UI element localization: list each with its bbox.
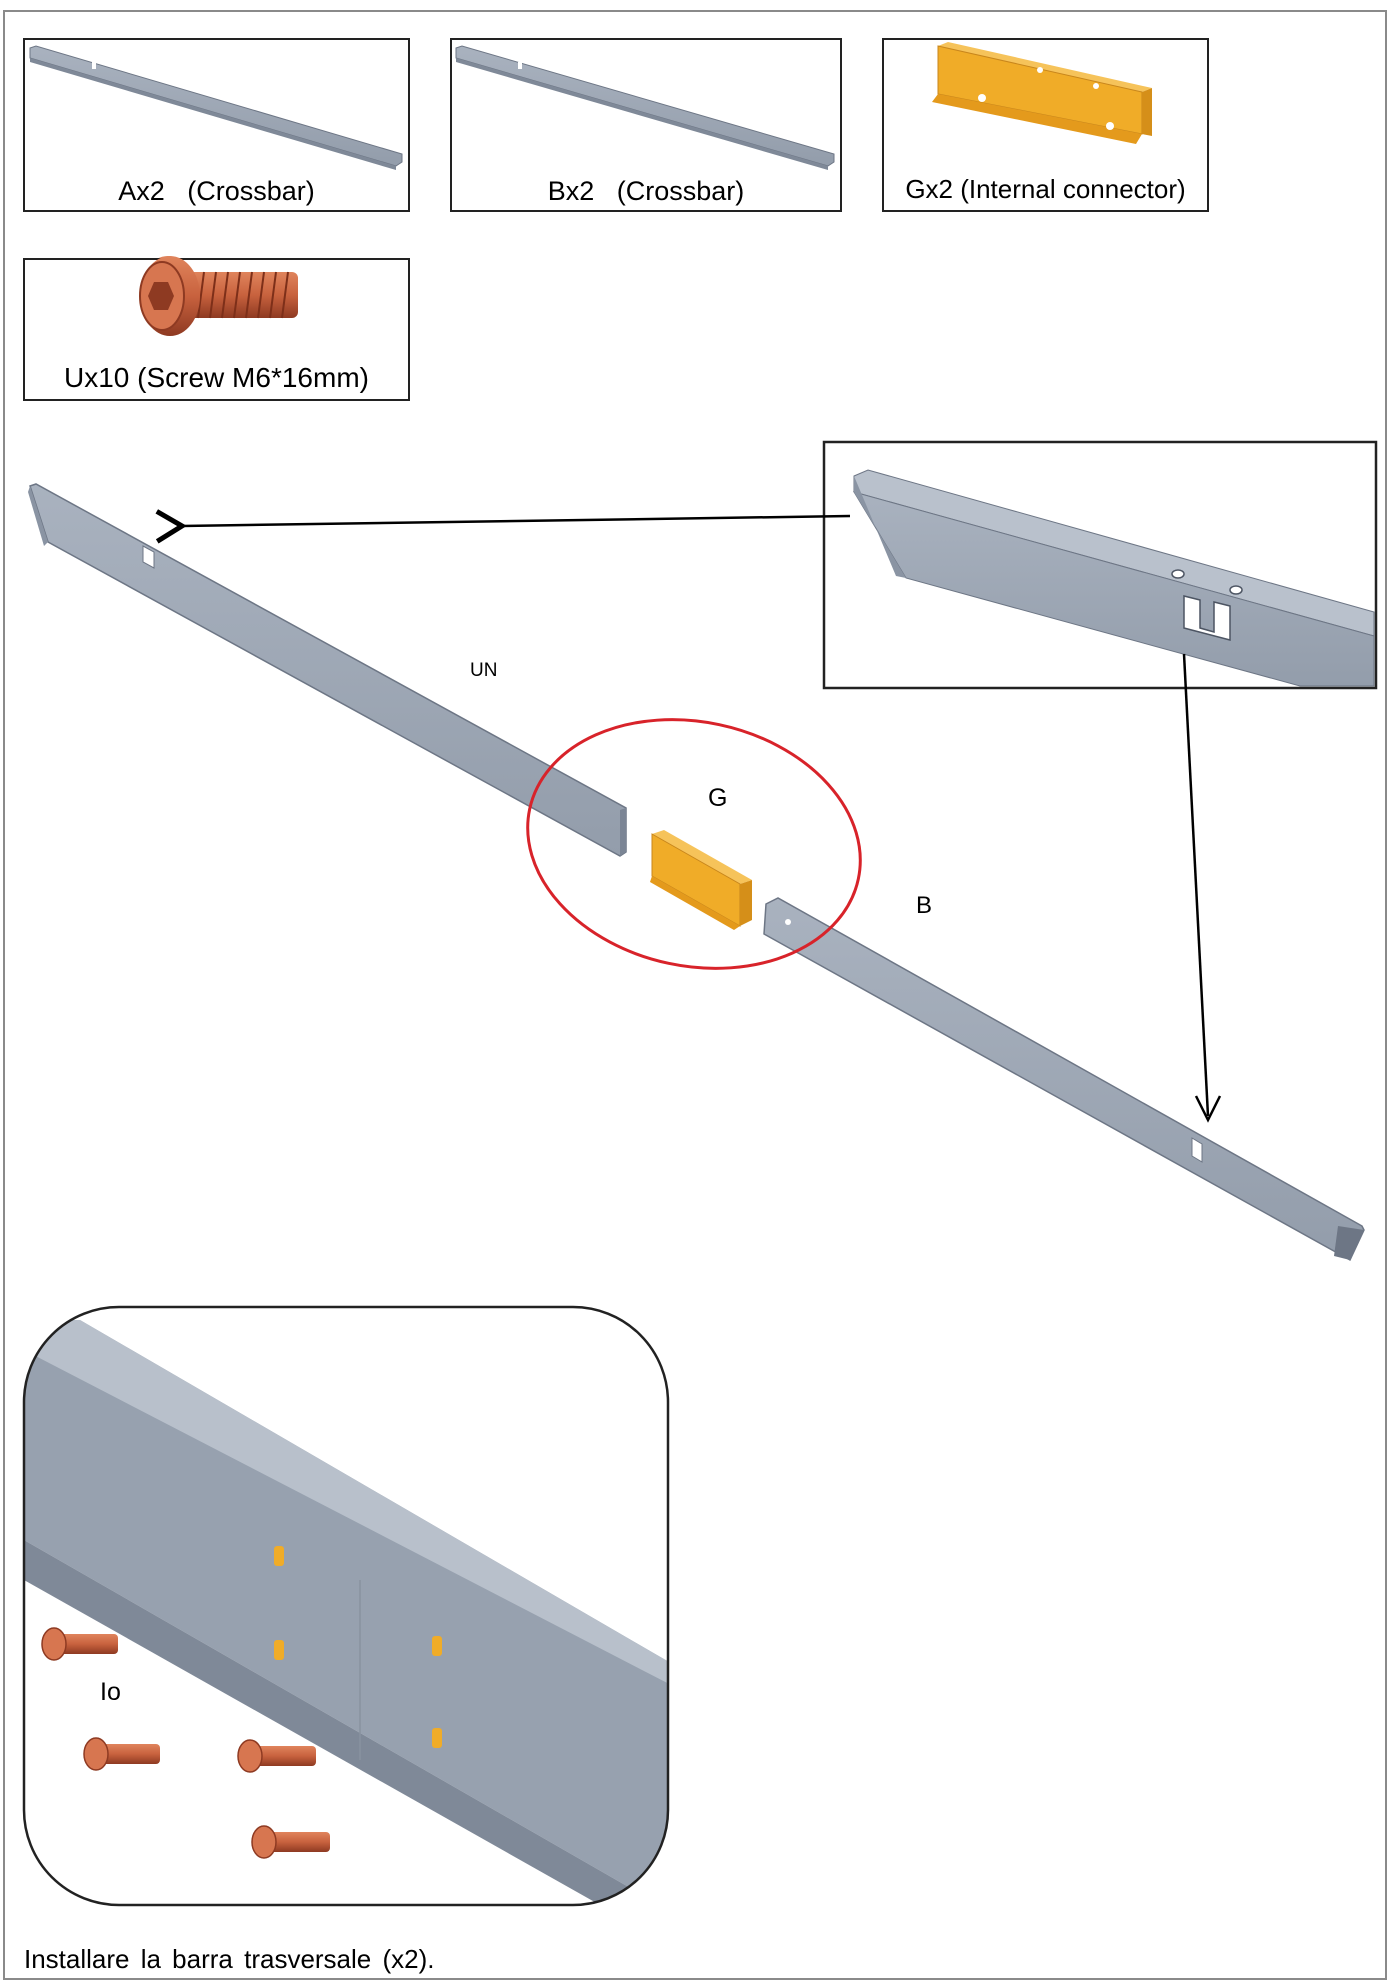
arrow-to-bar-b-notch (1182, 653, 1210, 1117)
crossbar-a (28, 483, 627, 857)
instruction-caption: Installare la barra trasversale (x2). (24, 1944, 435, 1974)
label-bar-a: UN (470, 660, 498, 681)
part-label-u: Ux10 (Screw M6*16mm) (64, 362, 369, 393)
crossbar-b (763, 897, 1365, 1262)
zoom-detail (24, 1307, 668, 1905)
internal-connector-g (650, 830, 752, 930)
screw-3 (237, 1739, 316, 1773)
screw-4 (251, 1825, 330, 1859)
detail-inset-bar (852, 469, 1375, 687)
highlight-ring (526, 718, 862, 970)
part-box-b: Bx2 (Crossbar) (450, 38, 842, 212)
part-label-a: Ax2 (Crossbar) (118, 176, 315, 206)
label-screws: Io (100, 1678, 121, 1706)
arrow-to-bar-a-notch (155, 509, 851, 544)
part-label-g: Gx2 (Internal connector) (905, 174, 1186, 204)
label-bar-b: B (916, 892, 933, 919)
part-box-a: Ax2 (Crossbar) (23, 38, 410, 212)
instruction-sheet (3, 10, 1387, 1980)
screw-1 (41, 1627, 118, 1661)
arrow-head-b (1194, 1095, 1222, 1123)
zoom-detail-frame (22, 1305, 670, 1907)
part-label-b: Bx2 (Crossbar) (547, 176, 745, 206)
label-connector-g: G (708, 784, 728, 812)
screw-2 (83, 1737, 160, 1771)
part-box-u: Ux10 (Screw M6*16mm) (23, 258, 410, 401)
part-box-g: Gx2 (Internal connector) (882, 38, 1209, 212)
